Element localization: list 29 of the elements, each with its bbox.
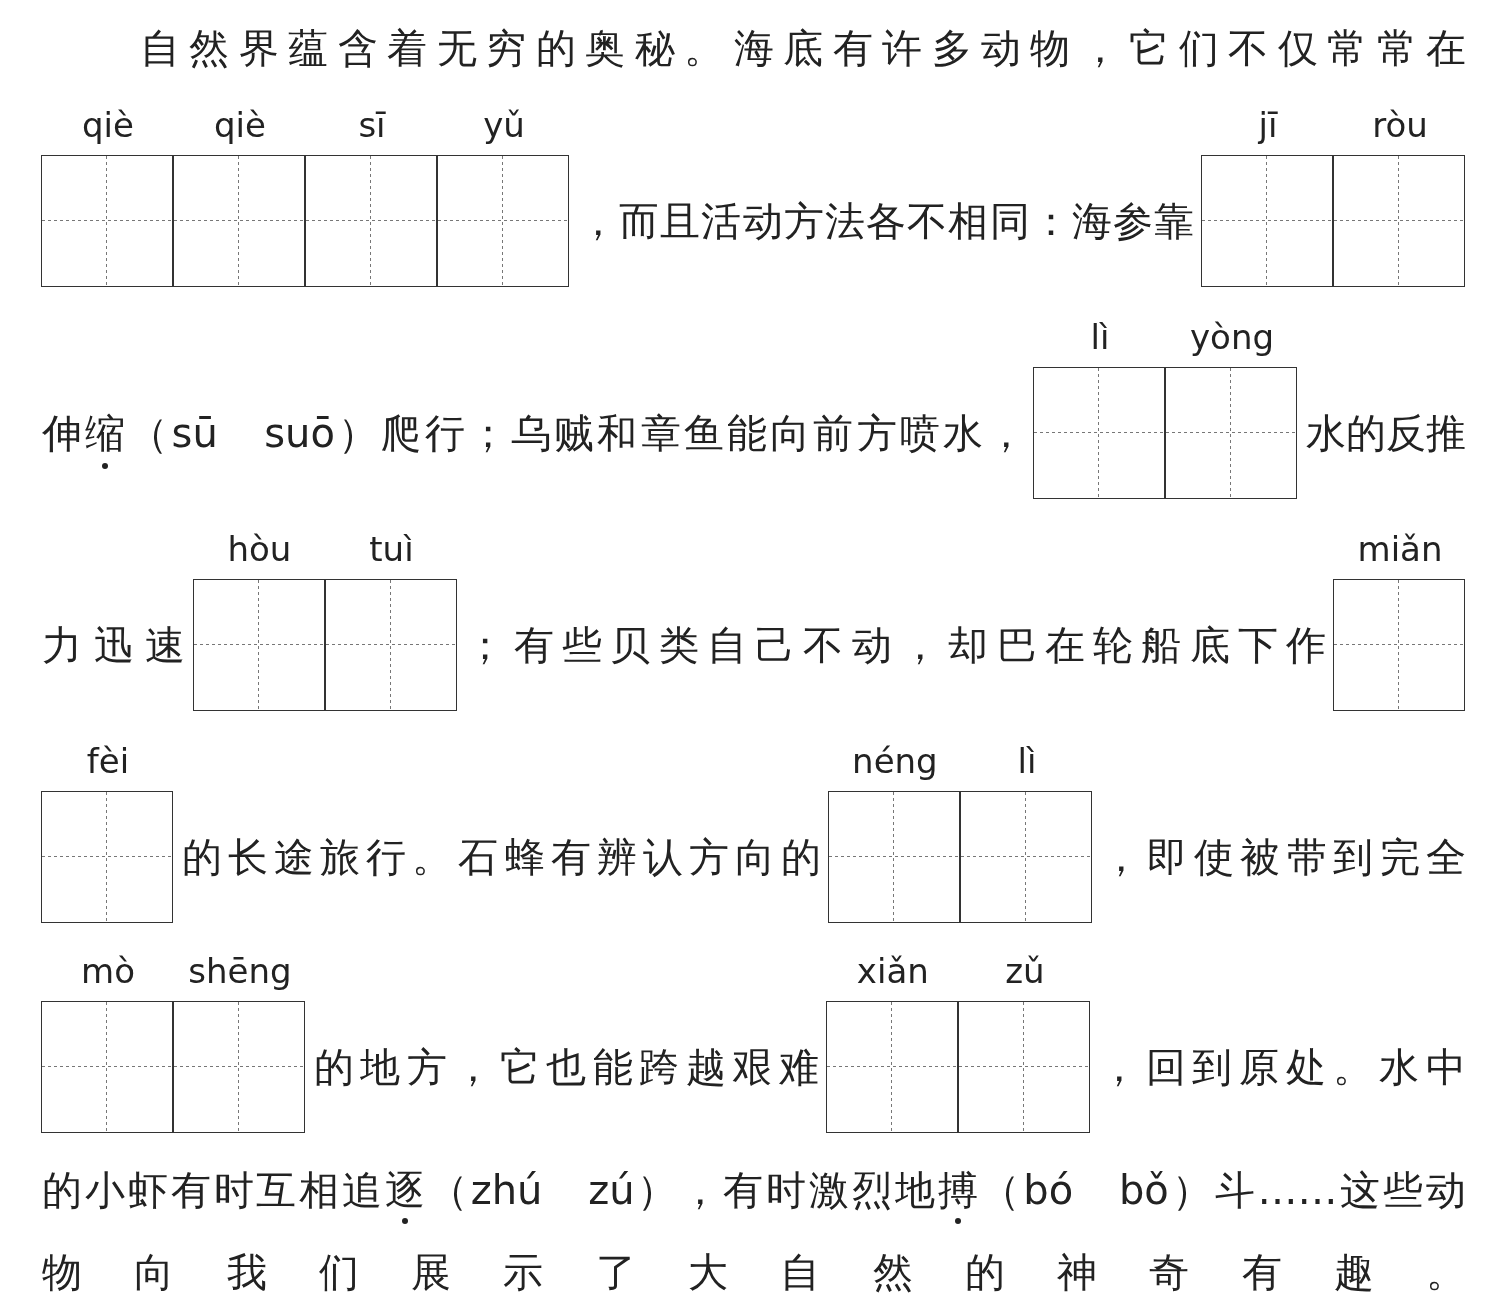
sentence-text: 的长途旅行。石蜂有辨认方向的: [182, 833, 821, 882]
pinyin-label: miǎn: [1357, 529, 1443, 571]
pinyin-label: néng: [852, 741, 938, 783]
sentence-text: 物向我们展示了大自然的神奇有趣。: [42, 1248, 1466, 1297]
pinyin-label: qiè: [82, 105, 134, 147]
pinyin-label: ròu: [1372, 105, 1428, 147]
pinyin-label: lì: [1090, 317, 1110, 359]
sentence-text: 的地方，它也能跨越艰难: [314, 1043, 819, 1092]
sentence-text: 水的反推: [1306, 409, 1466, 458]
pinyin-label: sī: [358, 105, 386, 147]
pinyin-label: lì: [1017, 741, 1037, 783]
sentence-text: ，而且活动方法各不相同：海参靠: [578, 197, 1194, 246]
sentence-text: 自然界蕴含着无穷的奥秘。海底有许多动物，它们不仅常常在: [140, 24, 1466, 73]
sentence-text: 伸缩（sū suō）爬行；乌贼和章鱼能向前方喷水，: [42, 367, 1026, 499]
pinyin-label: hòu: [227, 529, 292, 571]
pinyin-label: tuì: [369, 529, 414, 571]
pinyin-label: zǔ: [1005, 951, 1045, 993]
sentence-text: ；有些贝类自己不动，却巴在轮船底下作: [465, 621, 1326, 670]
sentence-text: ，即使被带到完全: [1100, 833, 1466, 882]
pinyin-label: qiè: [214, 105, 266, 147]
pinyin-label: yòng: [1189, 317, 1275, 359]
pinyin-label: fèi: [86, 741, 130, 783]
pinyin-label: shēng: [188, 951, 292, 993]
sentence-text: 力迅速: [42, 621, 186, 670]
pinyin-label: xiǎn: [856, 951, 929, 993]
pinyin-label: yǔ: [483, 105, 525, 147]
pinyin-label: jī: [1258, 105, 1278, 147]
sentence-text: ，回到原处。水中: [1098, 1043, 1466, 1092]
pinyin-label: mò: [81, 951, 135, 993]
